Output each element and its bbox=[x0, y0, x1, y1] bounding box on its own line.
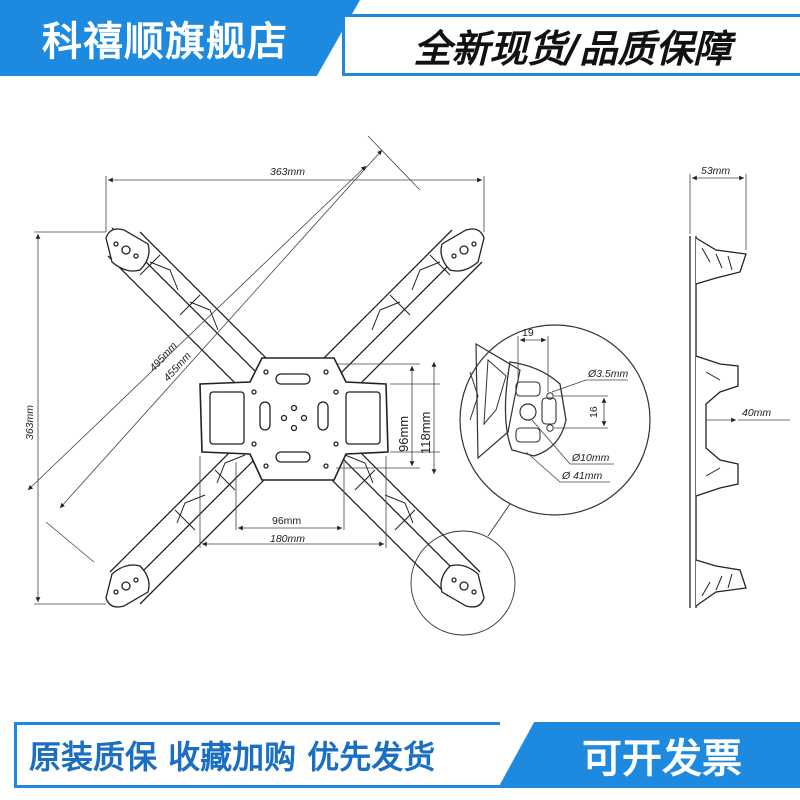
detail-labels: 19 16 Ø3.5mm Ø10mm Ø 41mm bbox=[522, 327, 629, 482]
detail-view bbox=[410, 324, 651, 636]
motor-mount-tr bbox=[440, 228, 485, 272]
dim-detail-d10: Ø10mm bbox=[571, 452, 610, 464]
quality-slogan-banner: 全新现货/品质保障 bbox=[342, 14, 800, 76]
motor-mount-br bbox=[440, 564, 485, 608]
dim-detail-d41: Ø 41mm bbox=[561, 470, 603, 482]
dim-plate-w-large: 180mm bbox=[270, 533, 305, 545]
dim-plate-h-small: 96mm bbox=[396, 416, 411, 452]
dimension-lines bbox=[27, 135, 485, 605]
dim-top-width: 363mm bbox=[270, 166, 305, 178]
dim-detail-hole: Ø3.5mm bbox=[587, 368, 629, 380]
dim-detail-19: 19 bbox=[522, 327, 534, 339]
dim-detail-16: 16 bbox=[588, 406, 600, 418]
dim-left-height: 363mm bbox=[24, 405, 36, 440]
dim-side-mid: 40mm bbox=[742, 407, 771, 419]
dim-plate-h-large: 118mm bbox=[418, 412, 433, 454]
side-labels: 53mm 40mm bbox=[701, 165, 771, 419]
service-slogan-banner: 原装质保 收藏加购 优先发货 bbox=[14, 722, 500, 788]
motor-mount-bl bbox=[105, 564, 150, 608]
store-name-banner: 科禧顺旗舰店 bbox=[0, 0, 360, 76]
invoice-banner: 可开发票 bbox=[498, 722, 800, 788]
dim-plate-w-small: 96mm bbox=[272, 515, 301, 527]
dim-side-top: 53mm bbox=[701, 165, 730, 177]
side-view bbox=[689, 174, 790, 608]
